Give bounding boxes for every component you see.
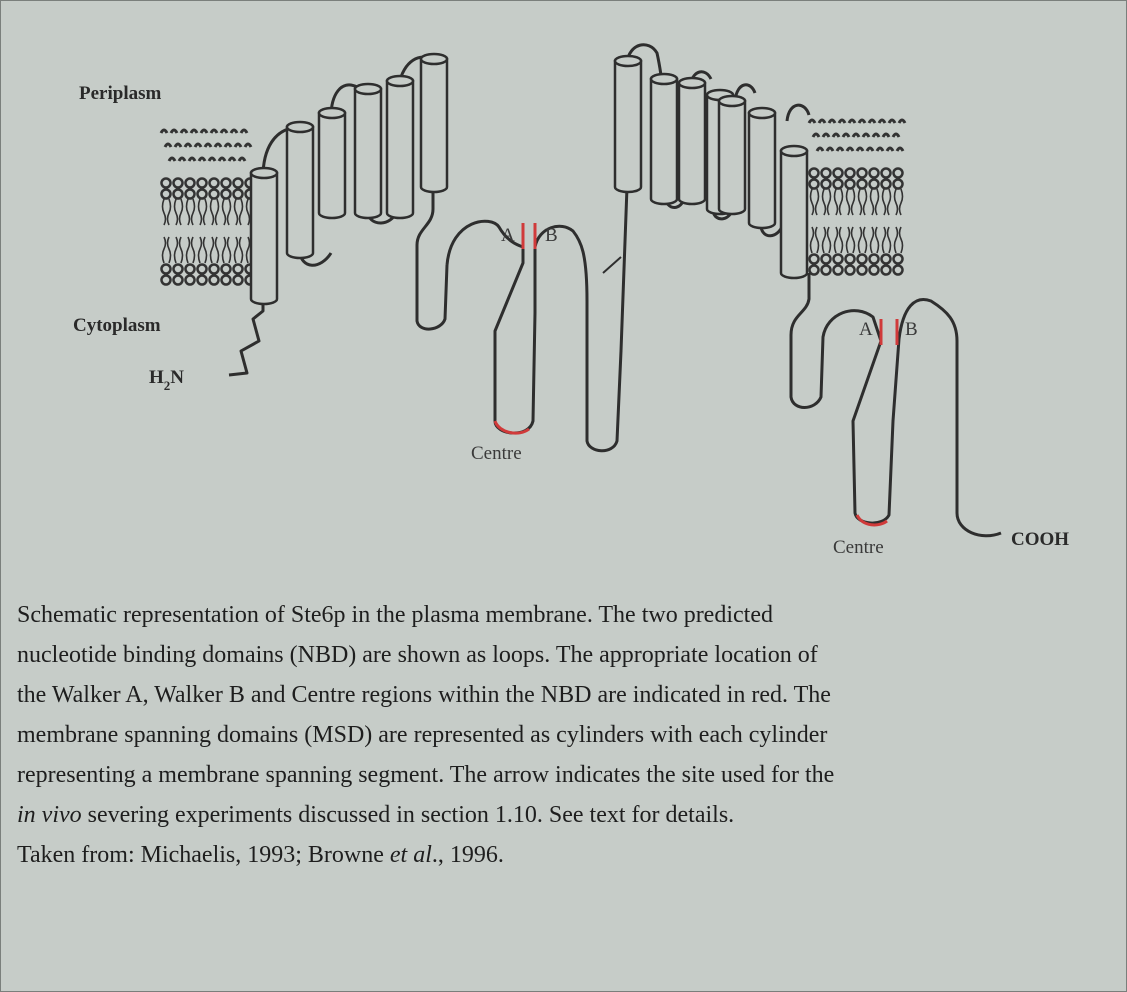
caption-line: nucleotide binding domains (NBD) are sho… (17, 635, 1117, 675)
caption-line: representing a membrane spanning segment… (17, 755, 1117, 795)
nbd1-walker-b-label: B (545, 225, 558, 246)
cytoplasm-label: Cytoplasm (73, 315, 161, 336)
caption-line: in vivo severing experiments discussed i… (17, 795, 1117, 835)
membrane-spanning-segment (679, 78, 705, 204)
periplasm-label: Periplasm (79, 83, 161, 104)
membrane-spanning-segment (387, 76, 413, 218)
figure-caption: Schematic representation of Ste6p in the… (17, 595, 1117, 875)
nbd1-loop (447, 187, 627, 451)
nbd1-centre-label: Centre (471, 443, 522, 464)
caption-line: Schematic representation of Ste6p in the… (17, 595, 1117, 635)
nbd2-centre-label: Centre (833, 537, 884, 558)
c-terminus-label: COOH (1011, 529, 1069, 550)
membrane-spanning-segment (251, 168, 277, 304)
ste6p-membrane-diagram: Periplasm Cytoplasm H2N A B Centre A B C… (1, 1, 1127, 581)
lipid-bilayer-right (809, 120, 905, 275)
membrane-spanning-segment (287, 122, 313, 258)
n-terminus-label: H2N (149, 367, 184, 393)
membrane-spanning-segment (421, 54, 447, 192)
lipid-bilayer-left (161, 130, 255, 285)
membrane-spanning-segment (781, 146, 807, 278)
nbd2-walker-a-label: A (859, 319, 873, 340)
membrane-spanning-segment (319, 108, 345, 218)
caption-line: membrane spanning domains (MSD) are repr… (17, 715, 1117, 755)
membrane-spanning-segment (615, 56, 641, 192)
msd-cylinders (251, 54, 807, 304)
membrane-spanning-segment (719, 96, 745, 214)
caption-line: the Walker A, Walker B and Centre region… (17, 675, 1117, 715)
nbd1-walker-a-label: A (501, 225, 515, 246)
caption-in-vivo: in vivo (17, 802, 82, 828)
membrane-spanning-segment (651, 74, 677, 204)
membrane-spanning-segment (355, 84, 381, 218)
membrane-spanning-segment (749, 108, 775, 228)
caption-citation: Taken from: Michaelis, 1993; Browne et a… (17, 835, 1117, 875)
nbd2-walker-b-label: B (905, 319, 918, 340)
